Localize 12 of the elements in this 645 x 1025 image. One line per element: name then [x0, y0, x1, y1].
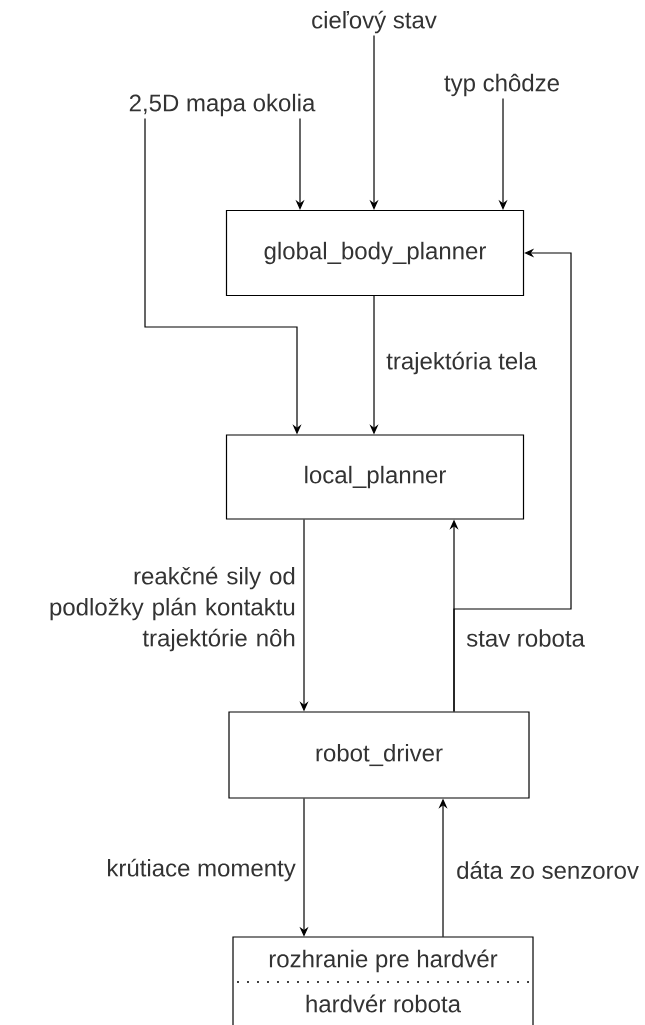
edge-label: reakčné sily od podložky plán kontaktu trajektórie nôh — [50, 566, 295, 652]
process-box: local_planner — [225, 434, 525, 520]
process-box: robot_driver — [228, 711, 530, 799]
edge-label: trajektória tela — [386, 351, 537, 375]
edge-label: krútiace momenty — [108, 858, 296, 882]
edge-label: stav robota — [466, 629, 585, 647]
input-label: typ chôdze — [444, 73, 559, 97]
input-label: cieľový stav — [312, 10, 437, 34]
edge-label: dáta zo senzorov — [457, 861, 639, 879]
hardware-box: rozhranie pre hardvér hardvér robota — [232, 936, 534, 1025]
input-label: 2,5D mapa okolia — [129, 93, 316, 117]
process-box: global_body_planner — [225, 209, 525, 297]
